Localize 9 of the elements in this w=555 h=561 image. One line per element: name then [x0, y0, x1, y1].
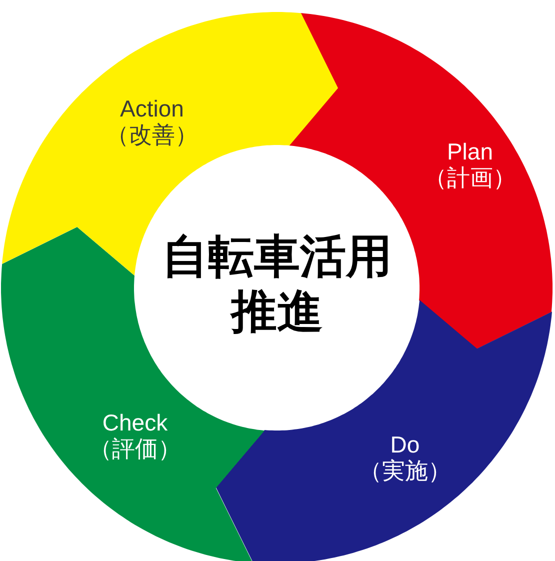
stage-label: Action — [119, 96, 185, 122]
stage-subtitle: （実施） — [358, 458, 451, 484]
stage-label: Do — [389, 432, 421, 458]
stage-subtitle: （改善） — [106, 122, 198, 148]
stage-subtitle: （評価） — [89, 436, 181, 462]
center-title: 自転車活用推進 — [157, 228, 397, 340]
stage-label: Plan — [446, 138, 494, 165]
stage-label: Check — [101, 410, 169, 436]
stage-subtitle: （計画） — [424, 164, 516, 192]
